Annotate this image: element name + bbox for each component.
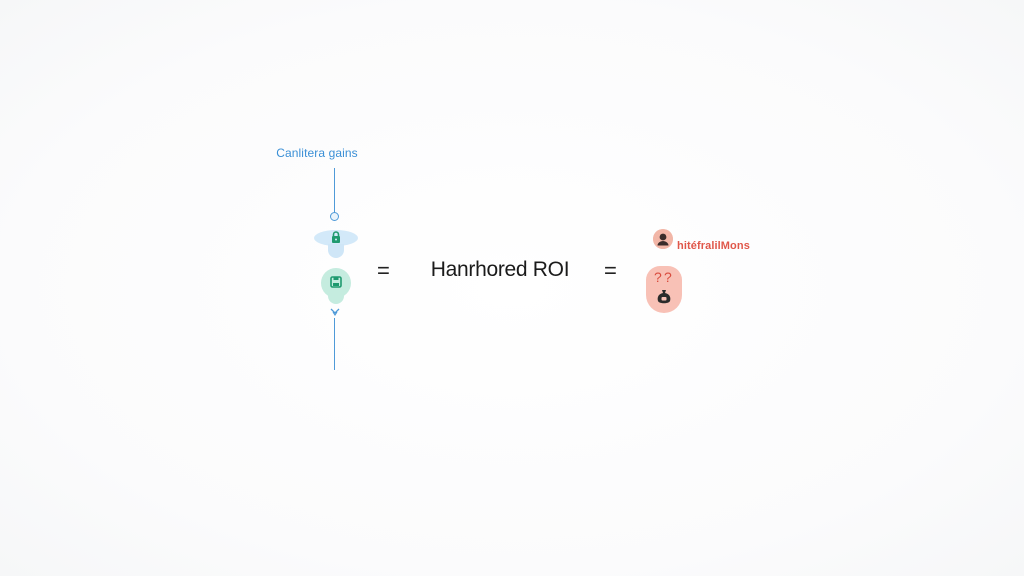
equals-sign-right: =	[604, 258, 617, 283]
avatar-icon	[653, 229, 673, 249]
svg-text:?: ?	[664, 269, 672, 285]
lock-icon	[332, 231, 340, 243]
left-connector-top	[334, 168, 335, 216]
connector-node	[330, 212, 339, 221]
right-column-label: hitéfralilMons	[677, 240, 750, 252]
question-icon: ? ?	[654, 269, 672, 285]
chevron-icon	[330, 308, 340, 316]
center-title: Hanrhored ROI	[430, 258, 570, 281]
save-badge-tail	[328, 294, 344, 304]
lock-badge-stem	[328, 244, 344, 258]
question-badge-background	[646, 266, 682, 313]
left-connector-bottom	[334, 318, 335, 370]
money-bag-icon	[657, 290, 671, 304]
floppy-save-icon	[330, 276, 342, 288]
left-column-label: Canlitera gains	[276, 146, 358, 160]
svg-text:?: ?	[654, 269, 662, 285]
equals-sign-left: =	[377, 258, 390, 283]
